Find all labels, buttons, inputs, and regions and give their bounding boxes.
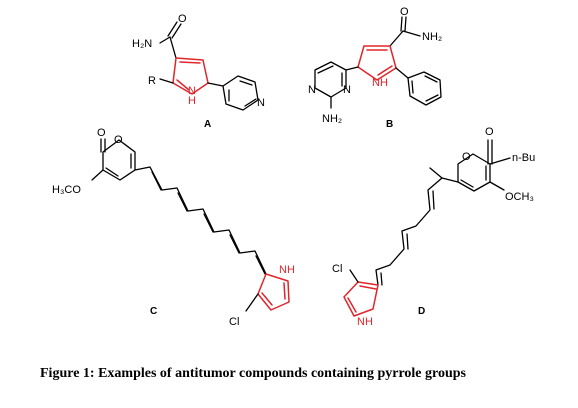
compound-b-pyrrole-n: N	[372, 77, 380, 89]
compound-d-chloro: Cl	[332, 263, 342, 275]
compound-a-label: A	[204, 119, 211, 130]
compound-b-pyrimidine-n1: N	[308, 84, 316, 96]
compound-d-methoxy: OCH₃	[505, 191, 534, 203]
compound-d-pyranone: O O n-Bu OCH₃	[457, 126, 535, 203]
compound-c-label: C	[150, 306, 157, 317]
compound-b-label: B	[386, 119, 393, 130]
compound-d-pyrrole: NH Cl	[332, 263, 379, 328]
figure-caption: Figure 1: Examples of antitumor compound…	[40, 366, 467, 381]
compound-c-methoxy: H₃CO	[52, 184, 81, 196]
compound-d: O O n-Bu OCH₃ NH Cl D	[332, 126, 535, 328]
compound-b-carboxamide: O NH₂	[389, 6, 442, 47]
compound-a-pyrrole-h: H	[188, 95, 196, 107]
compound-c-ring-o: O	[114, 134, 123, 146]
compound-a-r-group: R	[148, 75, 156, 87]
compound-d-label: D	[418, 306, 425, 317]
compound-a-pyrrole: N H	[172, 57, 209, 107]
compound-d-pyrrole-nh: NH	[357, 316, 373, 328]
compound-d-polyene-chain	[375, 167, 459, 286]
compound-c: O O H₃CO NH Cl C	[52, 127, 295, 328]
compound-b: O NH₂ N H N N NH₂	[308, 6, 442, 130]
compound-b-pyrrole-h: H	[380, 77, 388, 89]
compound-a-amide-n: H₂N	[132, 38, 152, 50]
structures-diagram: O H₂N N H R N A	[52, 6, 535, 328]
compound-a-pyridine: N	[222, 75, 265, 111]
compound-c-chloro: Cl	[229, 316, 239, 328]
compound-b-amide-n: NH₂	[422, 31, 442, 43]
compound-d-ring-o: O	[462, 151, 471, 163]
compound-b-phenyl	[407, 71, 442, 106]
compound-b-pyrimidine-n2: N	[343, 84, 351, 96]
compound-b-pyrrole: N H	[357, 45, 397, 89]
compound-b-pyrimidine: N N NH₂	[308, 61, 351, 125]
compound-c-carbonyl-o: O	[97, 127, 106, 139]
compound-a-pyridine-n: N	[257, 97, 265, 109]
compound-d-carbonyl-o: O	[485, 126, 494, 138]
compound-a: O H₂N N H R N A	[132, 13, 265, 130]
compound-b-amine: NH₂	[322, 113, 342, 125]
compound-a-amide-o: O	[178, 13, 187, 25]
compound-c-pyrrole-nh: NH	[279, 264, 295, 276]
compound-c-polyene-chain	[134, 166, 267, 275]
compound-a-carboxamide: O H₂N	[132, 13, 187, 59]
compound-b-amide-o: O	[400, 6, 409, 18]
compound-d-butyl: n-Bu	[512, 152, 535, 164]
compound-c-pyrrole: NH Cl	[229, 264, 295, 328]
compound-c-pyranone: O O H₃CO	[52, 127, 136, 196]
compound-a-pyrrole-n: N	[188, 85, 196, 97]
